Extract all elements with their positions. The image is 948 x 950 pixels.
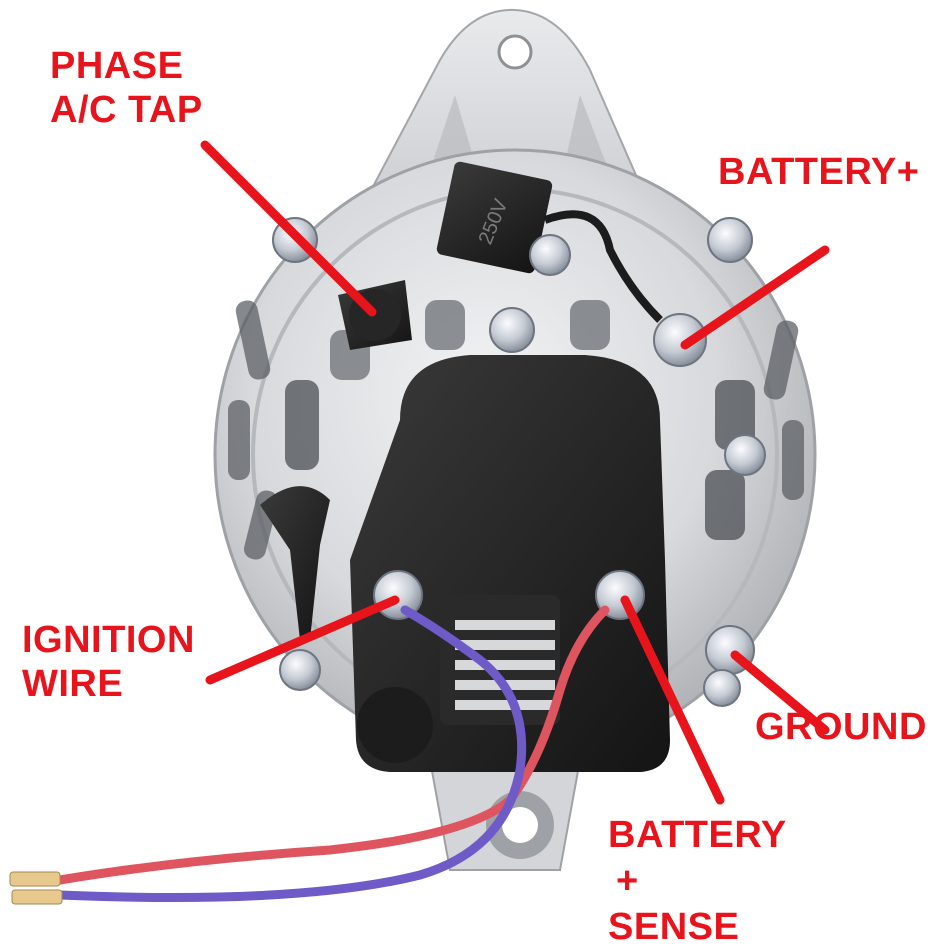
ground-pointer [730, 650, 830, 735]
label-phase-ac-tap: PHASE A/C TAP [50, 45, 203, 131]
ignition-pointer [205, 595, 400, 685]
mounting-hole [497, 34, 533, 70]
phase-tap-pointer [200, 140, 377, 317]
label-ignition-wire: IGNITION WIRE [22, 619, 195, 705]
ignition-terminal-boot [260, 486, 330, 640]
callout-lines [200, 140, 830, 805]
label-battery-plus: BATTERY+ [718, 151, 920, 193]
label-battery-sense: BATTERY + SENSE [608, 814, 787, 948]
label-ground: GROUND [755, 706, 927, 748]
purple-wire [55, 605, 527, 902]
regulator-body [350, 355, 670, 772]
battery-plus-pointer [680, 245, 830, 350]
wire-terminals [9, 871, 63, 905]
red-wire [55, 605, 610, 885]
capacitor: 250V [436, 161, 553, 274]
battery-sense-pointer [620, 595, 725, 805]
